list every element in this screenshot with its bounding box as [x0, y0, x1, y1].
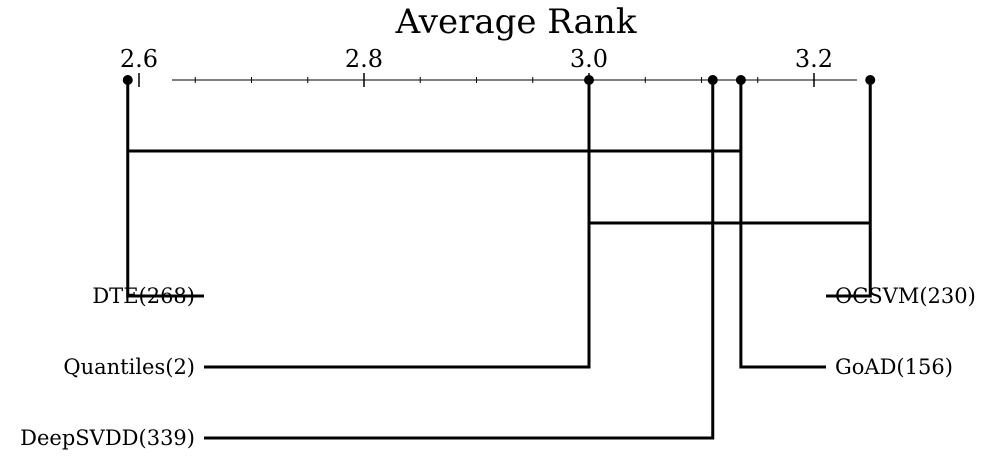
method-rank-marker — [707, 75, 718, 85]
method-rank-marker — [865, 75, 876, 85]
axis-tick-label: 3.2 — [795, 45, 833, 73]
chart-title: Average Rank — [395, 2, 637, 42]
method-label: Quantiles(2) — [63, 355, 195, 379]
axis-tick-label: 3.0 — [570, 45, 608, 73]
method-connector — [204, 80, 715, 440]
method-markers: DTE(268) Quantiles(2) DeepSVDD(339) OCSVM(2… — [20, 75, 976, 450]
method-label: OCSVM(230) — [835, 284, 976, 308]
method-connector — [739, 80, 826, 369]
method-rank-marker — [584, 75, 594, 85]
major-ticks: 2.6 2.8 3.0 3.2 — [120, 45, 833, 87]
method-connector — [204, 80, 591, 369]
method-label: DTE(268) — [92, 284, 195, 308]
method-label: DeepSVDD(339) — [20, 426, 195, 450]
method-connector — [126, 80, 204, 298]
method-label: GoAD(156) — [835, 355, 953, 379]
method-rank-marker — [122, 75, 133, 85]
method-connector — [826, 80, 872, 298]
axis-tick-label: 2.6 — [120, 45, 158, 73]
method-rank-marker — [735, 75, 746, 85]
clique-bars — [127, 149, 871, 225]
axis-tick-label: 2.8 — [345, 45, 383, 73]
